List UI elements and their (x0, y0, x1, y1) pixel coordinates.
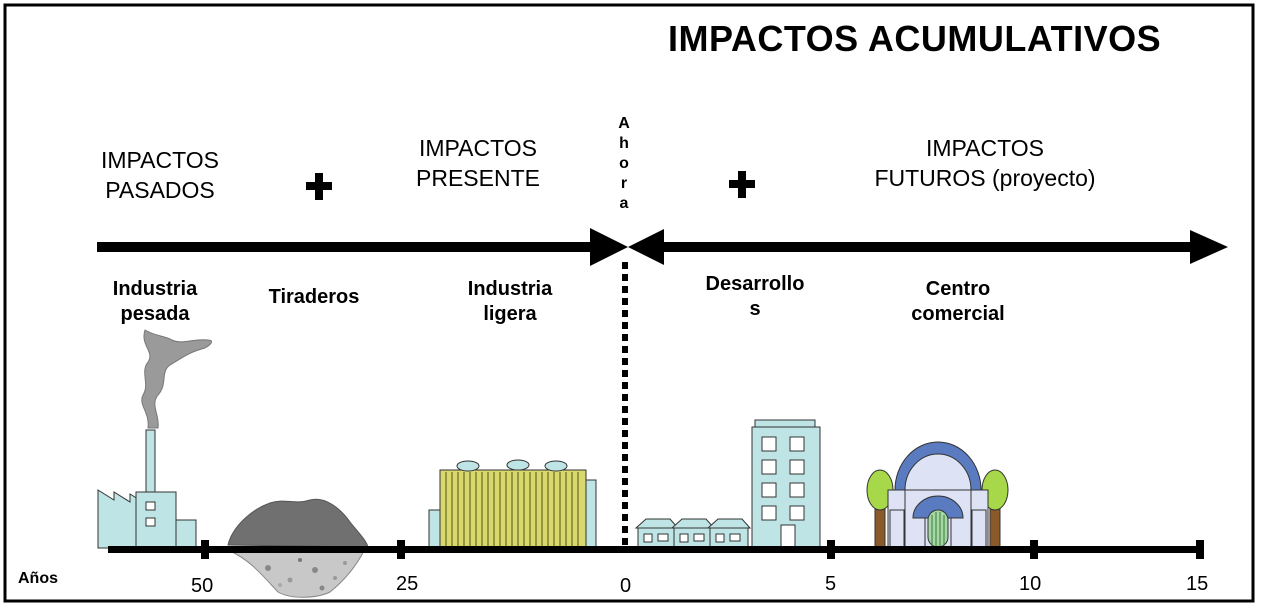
future-impacts-line1: IMPACTOS (926, 135, 1044, 161)
now-letter: o (619, 155, 629, 172)
future-arrow (628, 229, 1228, 265)
now-letter: a (619, 195, 629, 212)
mall-icon (866, 441, 1009, 548)
landfill-icon (227, 498, 369, 598)
mall-label: Centro comercial (888, 277, 1028, 327)
tick-mark (827, 540, 835, 559)
office-building-icon (751, 419, 821, 548)
tick-label: 0 (620, 575, 632, 597)
houses-icon (634, 518, 752, 548)
past-impacts-line2: PASADOS (105, 177, 215, 203)
tick-mark (201, 540, 209, 559)
light-industry-line1: Industria (467, 278, 553, 300)
tick-mark (1030, 540, 1038, 559)
heavy-industry-line2: pesada (120, 303, 190, 325)
past-arrow (97, 228, 628, 266)
light-industry-label: Industria ligera (445, 277, 575, 327)
landfills-label: Tiraderos (244, 285, 384, 310)
future-impacts-label: IMPACTOS FUTUROS (proyecto) (840, 133, 1130, 193)
page-title: IMPACTOS ACUMULATIVOS (668, 18, 1162, 59)
axis-label: Años (18, 570, 58, 587)
present-impacts-line2: PRESENTE (416, 165, 540, 191)
developments-line2: s (749, 298, 761, 320)
now-label: A h o r a (614, 114, 634, 214)
tick-label: 25 (396, 573, 419, 595)
frame-border (3, 3, 1255, 603)
tick-label: 50 (191, 575, 214, 597)
timeline-axis (108, 540, 1204, 559)
mall-line2: comercial (911, 303, 1005, 325)
tick-label: 10 (1019, 573, 1042, 595)
now-letter: r (620, 175, 628, 192)
developments-line1: Desarrollo (705, 273, 805, 295)
heavy-industry-line1: Industria (112, 278, 198, 300)
light-industry-icon (428, 459, 597, 548)
factory-icon (97, 329, 213, 549)
landfills-line1: Tiraderos (268, 286, 360, 308)
tick-mark (397, 540, 405, 559)
plus-icon (306, 173, 332, 200)
now-letter: A (618, 115, 630, 132)
light-industry-line2: ligera (483, 303, 537, 325)
tick-label: 5 (825, 573, 837, 595)
future-impacts-line2: FUTUROS (proyecto) (874, 165, 1096, 191)
mall-line1: Centro (925, 278, 991, 300)
developments-label: Desarrollo s (685, 272, 825, 322)
past-impacts-label: IMPACTOS PASADOS (80, 145, 240, 205)
now-letter: h (619, 135, 629, 152)
present-impacts-line1: IMPACTOS (419, 135, 537, 161)
heavy-industry-label: Industria pesada (90, 277, 220, 327)
plus-icon (729, 171, 755, 198)
tick-label: 15 (1186, 573, 1209, 595)
tick-mark (1196, 540, 1204, 559)
present-impacts-label: IMPACTOS PRESENTE (397, 133, 559, 193)
past-impacts-line1: IMPACTOS (101, 147, 219, 173)
